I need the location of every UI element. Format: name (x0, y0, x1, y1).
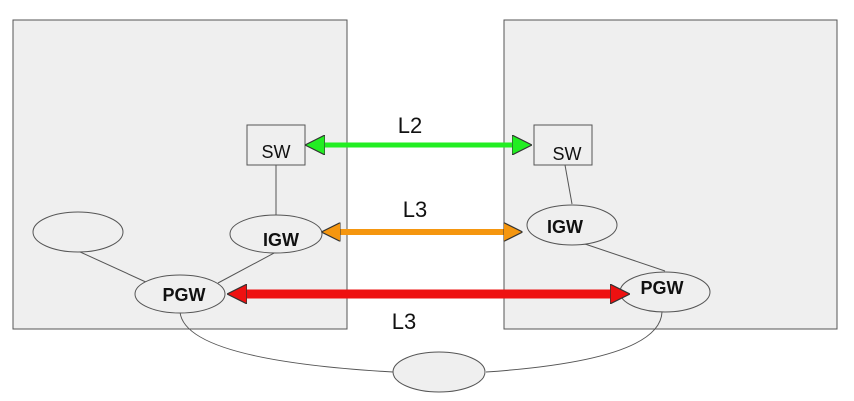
left-igw-label: IGW (263, 230, 299, 250)
right-sw-igw-line (564, 164, 573, 205)
right-switch-label: SW (553, 144, 582, 164)
l2-label: L2 (398, 113, 422, 138)
bottom-curve-right (485, 311, 663, 373)
right-igw-label: IGW (547, 217, 583, 237)
left-switch-box (246, 124, 306, 166)
right-igw-pgw-line (584, 243, 666, 272)
right-switch-box (533, 124, 593, 166)
left-switch-label: SW (262, 142, 291, 162)
left-igw-pgw-line (217, 251, 277, 284)
right-igw-node (526, 204, 618, 246)
left-blank-pgw-line (77, 250, 149, 284)
left-pgw-node (134, 274, 226, 314)
bottom-curve-left (179, 311, 394, 373)
l3-igw-label: L3 (403, 197, 427, 222)
left-blank-node (32, 211, 124, 253)
right-pgw-label: PGW (641, 278, 684, 298)
left-pgw-label: PGW (163, 285, 206, 305)
l3-pgw-label: L3 (392, 309, 416, 334)
bottom-shared-node (392, 351, 486, 393)
